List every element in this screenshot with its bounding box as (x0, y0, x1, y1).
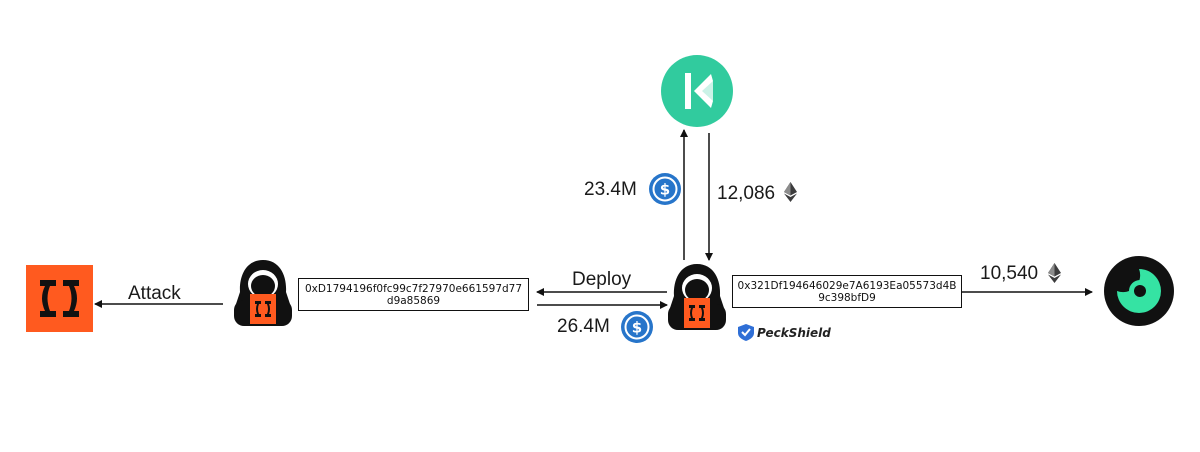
attack-contract-address: 0xD1794196f0fc99c7f27970e661597d77d9a858… (298, 278, 529, 311)
usdc-out-amount: 26.4M (557, 316, 610, 337)
kyberswap-logo-icon (661, 55, 733, 127)
peckshield-logo-icon (738, 324, 754, 341)
deploy-label: Deploy (572, 269, 632, 290)
victim-protocol-logo-icon (26, 265, 93, 332)
hacker-icon (666, 262, 728, 330)
tornado-cash-logo-icon (1104, 256, 1174, 326)
eth-icon (784, 182, 797, 202)
eth-final-amount: 10,540 (980, 263, 1039, 284)
attacker-wallet-address: 0x321Df194646029e7A6193Ea05573d4B9c398bf… (732, 275, 962, 308)
usdc-icon: $ (621, 311, 653, 343)
hacker-icon (232, 258, 294, 326)
peckshield-watermark: PeckShield (738, 324, 831, 341)
svg-text:$: $ (660, 181, 670, 199)
attack-label: Attack (128, 283, 181, 304)
eth-icon (1048, 263, 1061, 283)
usdc-icon: $ (649, 173, 681, 205)
svg-text:$: $ (632, 319, 642, 337)
eth-out-amount: 12,086 (717, 183, 776, 204)
usdc-in-amount: 23.4M (584, 179, 637, 200)
peckshield-text: PeckShield (757, 325, 831, 340)
